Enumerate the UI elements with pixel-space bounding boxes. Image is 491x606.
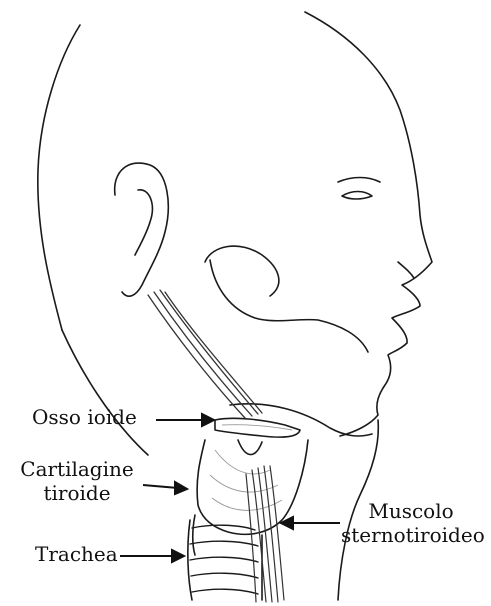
nostril [398, 262, 414, 278]
jaw-line [210, 260, 368, 352]
trachea-ring [190, 557, 258, 562]
hyoid-shading [222, 425, 292, 430]
sternothyroid-fiber [252, 470, 266, 602]
label-trachea: Trachea [35, 542, 118, 566]
cartilagine-arrow [143, 485, 178, 488]
osso-ioide-arrowhead [202, 414, 214, 426]
head-back-outline [38, 25, 80, 330]
cheek-contour [205, 246, 279, 296]
muscle-band [154, 292, 252, 416]
label-cartilagine-tiroide: Cartilagine tiroide [8, 457, 146, 505]
cricoid-cartilage [193, 515, 195, 555]
label-osso-ioide: Osso ioide [32, 405, 137, 429]
label-muscolo-line2: sternotiroideo [341, 523, 481, 547]
eye [342, 192, 372, 200]
trachea-ring [192, 589, 258, 594]
neck-back [62, 330, 148, 455]
cartilagine-arrowhead [175, 482, 187, 494]
muscle-band [148, 295, 245, 418]
cartilage-shading [212, 498, 282, 510]
label-cartilagine-line2: tiroide [8, 481, 146, 505]
label-cartilagine-line1: Cartilagine [8, 457, 146, 481]
ear-inner [135, 190, 152, 255]
trachea-ring [192, 525, 255, 530]
cartilage-shading [215, 450, 270, 474]
face-profile-outline [305, 12, 432, 436]
muscle-band [165, 292, 262, 413]
thyroid-notch [238, 440, 262, 455]
cartilage-shading [210, 475, 278, 492]
trachea-ring [190, 541, 258, 546]
label-muscolo-sternotiroideo: Muscolo sternotiroideo [341, 499, 481, 547]
trachea-ring [191, 573, 258, 578]
ear-outline [115, 163, 169, 296]
hyoid-bone [215, 418, 300, 437]
label-muscolo-line1: Muscolo [341, 499, 481, 523]
muscle-band [160, 290, 258, 414]
eyebrow [338, 178, 380, 183]
trachea-arrowhead [172, 550, 184, 562]
